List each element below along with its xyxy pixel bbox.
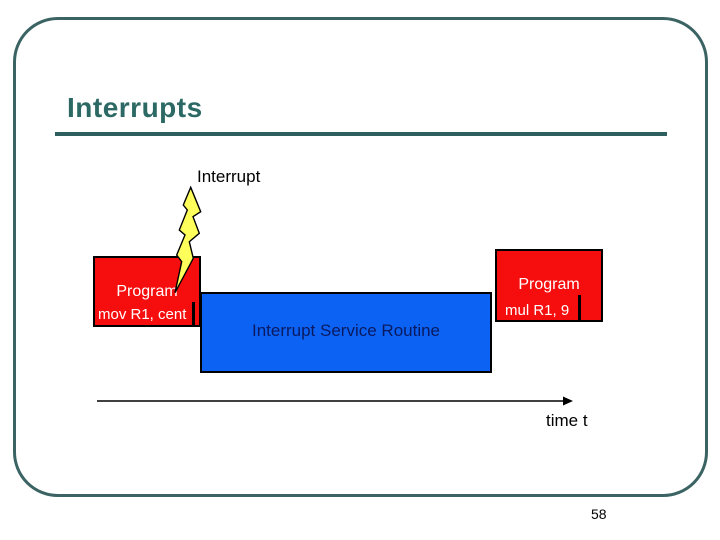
slide-border-frame xyxy=(13,17,708,497)
interrupt-annotation: Interrupt xyxy=(197,167,261,186)
program-box-after: Program mul R1, 9 xyxy=(495,249,603,322)
time-axis-label: time t xyxy=(546,411,588,430)
interrupt-service-routine-label: Interrupt Service Routine xyxy=(251,321,441,340)
program-box-before-instruction: mov R1, cent xyxy=(98,306,187,323)
slide-title: Interrupts xyxy=(67,92,203,123)
interrupt-service-routine-box: Interrupt Service Routine xyxy=(200,292,492,373)
title-underline xyxy=(55,132,667,136)
program-box-after-label: Program xyxy=(518,276,580,293)
slide-page-number: 58 xyxy=(591,506,607,522)
lightning-bolt-icon xyxy=(174,185,202,294)
timeline-arrow xyxy=(97,396,573,406)
interrupt-point-tick xyxy=(192,302,195,327)
program-box-before-label: Program xyxy=(116,283,178,300)
program-box-after-instruction: mul R1, 9 xyxy=(505,302,570,319)
resume-point-tick xyxy=(578,295,581,321)
